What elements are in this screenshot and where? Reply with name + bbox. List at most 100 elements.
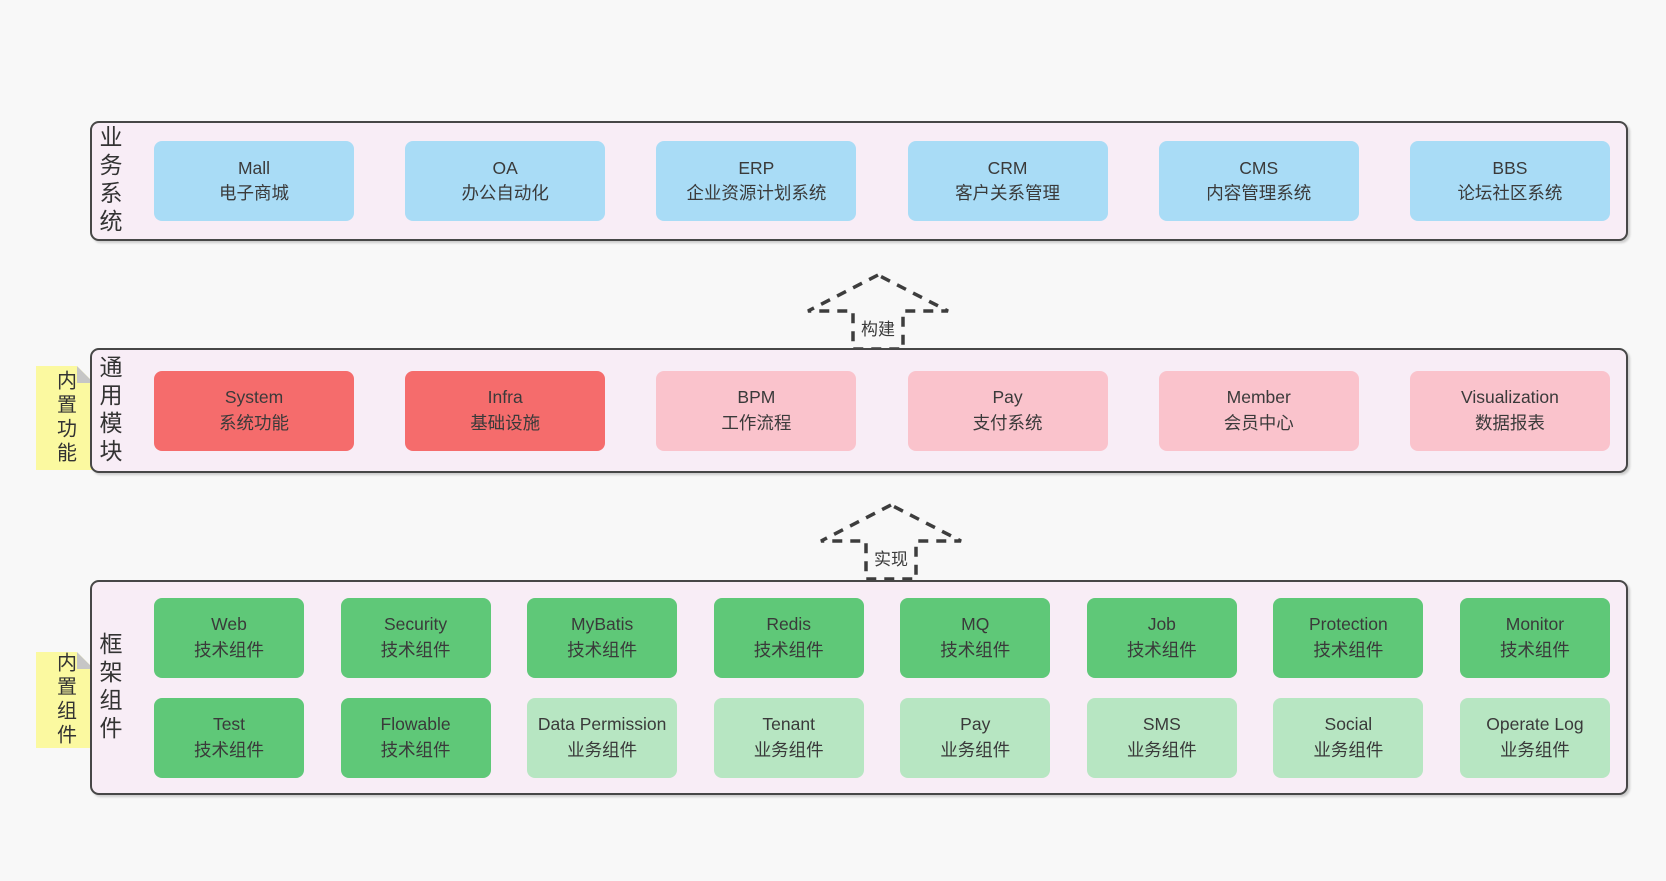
box-title: MyBatis: [571, 614, 634, 635]
box-social: Social 业务组件: [1273, 697, 1424, 778]
box-flowable: Flowable 技术组件: [340, 697, 491, 778]
box-member: Member 会员中心: [1158, 370, 1359, 451]
box-subtitle: 技术组件: [1499, 639, 1570, 660]
box-monitor: Monitor 技术组件: [1459, 597, 1610, 678]
box-subtitle: 论坛社区系统: [1457, 183, 1563, 203]
box-subtitle: 业务组件: [940, 739, 1011, 760]
box-title: Test: [212, 714, 246, 735]
box-subtitle: 业务组件: [567, 739, 638, 760]
box-oa: OA 办公自动化: [405, 141, 606, 221]
box-title: SMS: [1142, 714, 1181, 735]
box-pay-component: Pay 业务组件: [900, 697, 1051, 778]
box-subtitle: 技术组件: [940, 639, 1011, 660]
box-subtitle: 电子商城: [219, 183, 289, 203]
box-mall: Mall 电子商城: [154, 141, 354, 221]
box-title: Pay: [992, 387, 1023, 408]
box-subtitle: 企业资源计划系统: [686, 183, 827, 203]
box-redis: Redis 技术组件: [713, 597, 864, 678]
box-title: CRM: [987, 157, 1028, 178]
box-erp: ERP 企业资源计划系统: [656, 141, 857, 221]
box-subtitle: 办公自动化: [461, 183, 549, 203]
box-subtitle: 客户关系管理: [955, 183, 1061, 203]
box-subtitle: 技术组件: [380, 739, 451, 760]
box-title: Redis: [766, 614, 812, 635]
arrow-build: 构建: [805, 272, 951, 352]
framework-row-2: Test 技术组件 Flowable 技术组件 Data Permission …: [154, 697, 1610, 778]
band-framework-components: 框架组件 Web 技术组件 Security 技术组件 MyBatis 技术组件…: [90, 580, 1628, 795]
box-title: Member: [1226, 387, 1291, 408]
box-title: Operate Log: [1486, 714, 1584, 735]
box-subtitle: 系统功能: [219, 412, 289, 433]
band-business-systems: 业务系统 Mall 电子商城 OA 办公自动化 ERP 企业资源计划系统 CRM…: [90, 121, 1628, 241]
band-label-framework-components: 框架组件: [96, 631, 122, 744]
box-visualization: Visualization 数据报表: [1409, 370, 1610, 451]
arrow-implement: 实现: [818, 502, 964, 582]
box-mq: MQ 技术组件: [900, 597, 1051, 678]
box-pay-module: Pay 支付系统: [907, 370, 1108, 451]
box-title: Pay: [960, 714, 991, 735]
box-web: Web 技术组件: [154, 597, 304, 678]
box-title: Tenant: [762, 714, 815, 735]
box-title: BPM: [737, 387, 776, 408]
arrow-build-label: 构建: [858, 314, 898, 341]
band-common-boxes: System 系统功能 Infra 基础设施 BPM 工作流程 Pay 支付系统…: [148, 350, 1626, 471]
box-title: Flowable: [380, 714, 451, 735]
sticky-note-text: 内置组件: [53, 652, 76, 748]
box-bbs: BBS 论坛社区系统: [1409, 141, 1610, 221]
box-title: CMS: [1239, 157, 1279, 178]
box-data-permission: Data Permission 业务组件: [527, 697, 678, 778]
band-label-business-systems: 业务系统: [96, 125, 122, 237]
box-title: MQ: [961, 614, 990, 635]
box-protection: Protection 技术组件: [1273, 597, 1424, 678]
box-sms: SMS 业务组件: [1086, 697, 1237, 778]
box-mybatis: MyBatis 技术组件: [527, 597, 678, 678]
box-cms: CMS 内容管理系统: [1158, 141, 1359, 221]
sticky-note-text: 内置功能: [53, 370, 76, 466]
band-common-modules: 通用模块 System 系统功能 Infra 基础设施 BPM 工作流程 Pay…: [90, 348, 1628, 473]
box-subtitle: 业务组件: [1313, 739, 1384, 760]
box-title: ERP: [738, 157, 775, 178]
arrow-up-dashed-icon: [820, 503, 962, 581]
box-subtitle: 支付系统: [972, 412, 1043, 433]
box-title: Social: [1324, 714, 1373, 735]
box-title: BBS: [1492, 157, 1528, 178]
box-operate-log: Operate Log 业务组件: [1459, 697, 1610, 778]
framework-row-1: Web 技术组件 Security 技术组件 MyBatis 技术组件 Redi…: [154, 597, 1610, 678]
box-title: Infra: [487, 387, 523, 408]
box-subtitle: 业务组件: [753, 739, 824, 760]
box-title: Web: [211, 614, 247, 635]
box-subtitle: 内容管理系统: [1206, 183, 1312, 203]
sticky-note-built-in-components: 内置组件: [36, 652, 94, 748]
box-subtitle: 技术组件: [194, 639, 264, 660]
box-title: System: [224, 387, 284, 408]
box-subtitle: 技术组件: [753, 639, 824, 660]
box-subtitle: 技术组件: [567, 639, 638, 660]
sticky-note-built-in-features: 内置功能: [36, 366, 94, 470]
box-subtitle: 基础设施: [470, 412, 541, 433]
box-title: Security: [383, 614, 448, 635]
box-title: OA: [492, 157, 518, 178]
box-subtitle: 技术组件: [380, 639, 451, 660]
box-title: Data Permission: [537, 714, 667, 735]
band-label-common-modules: 通用模块: [96, 354, 122, 467]
box-subtitle: 会员中心: [1223, 412, 1294, 433]
box-tenant: Tenant 业务组件: [713, 697, 864, 778]
box-security: Security 技术组件: [340, 597, 491, 678]
box-job: Job 技术组件: [1086, 597, 1237, 678]
box-subtitle: 技术组件: [1313, 639, 1384, 660]
box-subtitle: 工作流程: [721, 412, 792, 433]
band-framework-grid: Web 技术组件 Security 技术组件 MyBatis 技术组件 Redi…: [148, 582, 1626, 793]
box-subtitle: 技术组件: [194, 739, 264, 760]
box-infra: Infra 基础设施: [405, 370, 606, 451]
box-crm: CRM 客户关系管理: [907, 141, 1108, 221]
box-subtitle: 业务组件: [1499, 739, 1570, 760]
box-bpm: BPM 工作流程: [656, 370, 857, 451]
arrow-implement-label: 实现: [871, 544, 911, 571]
box-subtitle: 技术组件: [1126, 639, 1197, 660]
box-title: Job: [1147, 614, 1176, 635]
box-title: Monitor: [1505, 614, 1565, 635]
box-title: Mall: [237, 157, 271, 178]
box-subtitle: 业务组件: [1126, 739, 1197, 760]
box-system: System 系统功能: [154, 370, 354, 451]
